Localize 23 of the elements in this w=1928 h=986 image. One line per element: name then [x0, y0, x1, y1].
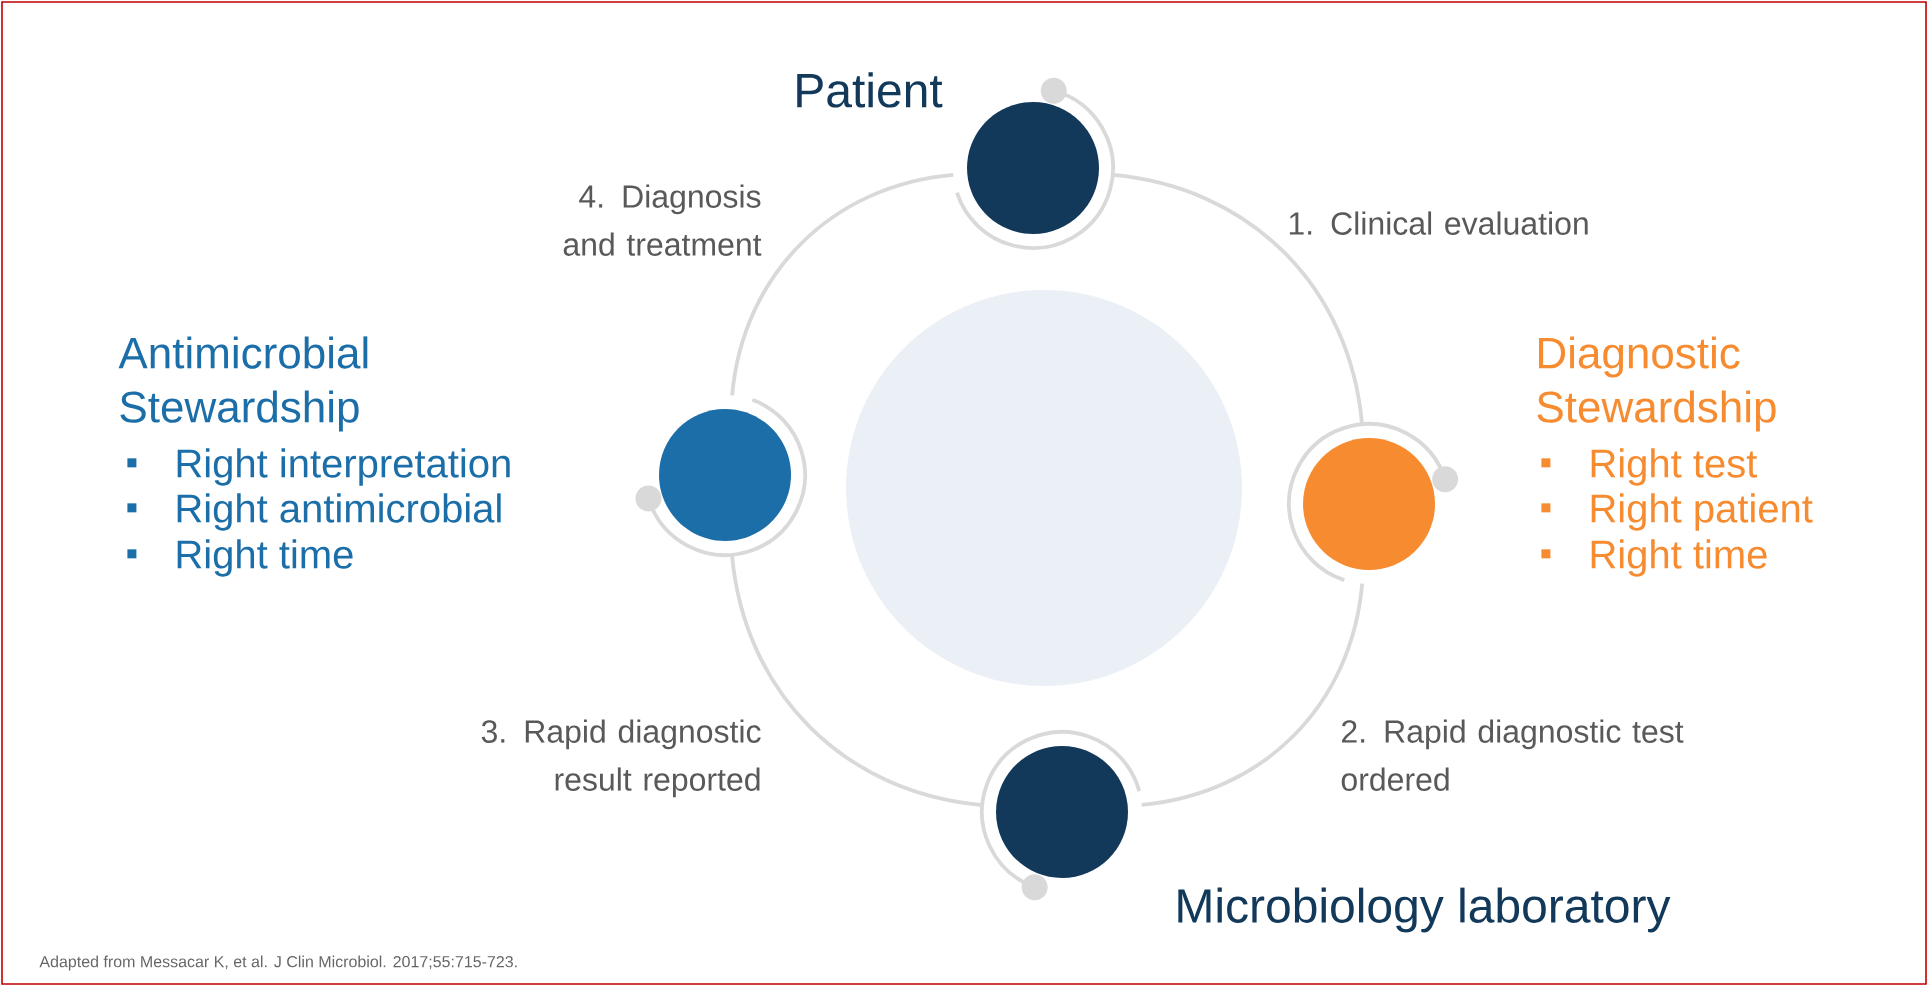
bullet-item: Right time [127, 539, 353, 577]
step-circle [635, 398, 807, 557]
step-label: 4. Diagnosis and treatment [563, 184, 762, 256]
heading-text: Microbiology laboratory [1178, 887, 1671, 933]
caption-text: Adapted from Messacar K, et al. J Clin Microbiol. 2017;55:715-723. [39, 955, 517, 971]
bullet-item: Right test [1541, 448, 1758, 486]
bullet-item: Right interpretation [127, 448, 510, 486]
ring-arc [730, 172, 954, 396]
bullet-item: Right patient [1541, 493, 1813, 531]
step-label: 1. Clinical evaluation [1289, 211, 1588, 235]
step-label: 2. Rapid diagnostic test ordered [1341, 719, 1684, 791]
heading-text: Antimicrobial Stewardship [118, 336, 368, 432]
ring-arc [1112, 173, 1364, 425]
step-circle [1287, 422, 1459, 582]
bullet-item: Right antimicrobial [127, 493, 501, 531]
step-label: 3. Rapid diagnostic result reported [481, 719, 761, 798]
heading-text: Diagnostic Stewardship [1537, 336, 1776, 432]
ring-arc [730, 554, 983, 807]
step-circle [955, 77, 1115, 250]
ring-arc [1141, 583, 1365, 807]
step-circle [980, 730, 1142, 901]
heading-text: Patient [797, 72, 943, 108]
bullet-item: Right time [1541, 539, 1767, 577]
